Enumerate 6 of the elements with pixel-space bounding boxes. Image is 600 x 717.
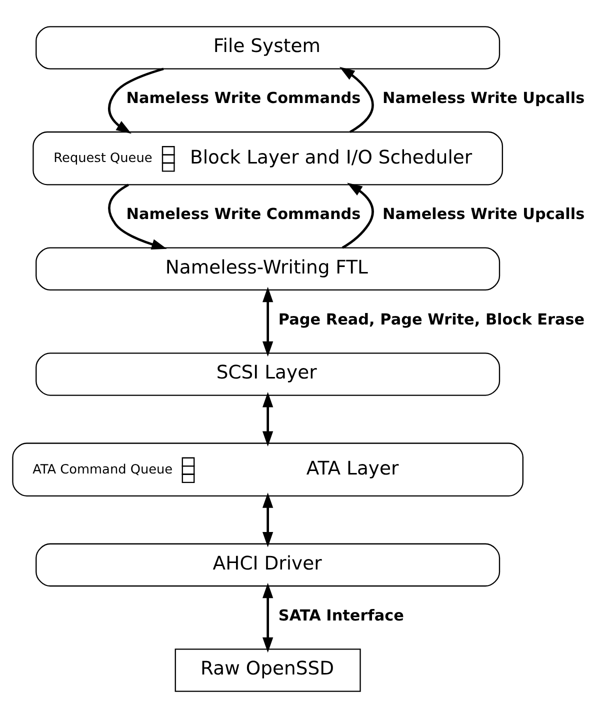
- edge-label: Nameless Write Upcalls: [382, 88, 585, 107]
- edge-label: Nameless Write Commands: [126, 204, 361, 223]
- edge-label: Nameless Write Upcalls: [382, 204, 585, 223]
- edge-label: Page Read, Page Write, Block Erase: [278, 310, 585, 328]
- edge-label: SATA Interface: [278, 606, 404, 624]
- edge-label: Nameless Write Commands: [126, 88, 361, 107]
